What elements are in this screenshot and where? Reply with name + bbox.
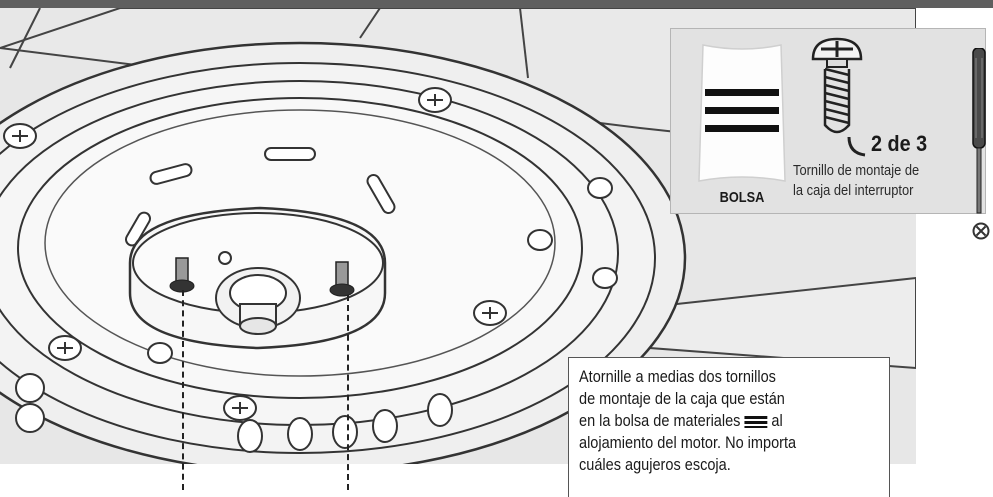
bag-lines-icon <box>705 89 779 132</box>
phillips-bit-icon <box>972 222 990 240</box>
bag-illustration <box>698 44 786 182</box>
quantity-label: 2 de 3 <box>871 131 928 156</box>
screw-guide-line-left <box>182 290 184 490</box>
instruction-line-3-end: al <box>771 412 783 430</box>
part-description-line-1: Tornillo de montaje de <box>793 162 920 179</box>
instruction-box: Atornille a medias dos tornillos de mont… <box>568 357 890 497</box>
instruction-line-4: alojamiento del motor. No importa <box>579 434 797 452</box>
qty-pointer-icon <box>847 136 866 157</box>
part-description-line-2: la caja del interruptor <box>793 182 914 199</box>
motor-housing-illustration <box>0 8 916 464</box>
instruction-line-3: en la bolsa de materiales al <box>579 410 878 432</box>
instruction-line-2: de montaje de la caja que están <box>579 390 785 408</box>
instruction-line-5: cuáles agujeros escoja. <box>579 456 731 474</box>
screw-guide-line-right <box>347 295 349 490</box>
header-bar <box>0 0 993 8</box>
screw-icon <box>811 37 863 134</box>
bag-icon: BOLSA <box>695 41 789 211</box>
fan-motor-drawing <box>0 8 916 464</box>
bag-label: BOLSA <box>719 189 765 206</box>
instruction-line-1: Atornille a medias dos tornillos <box>579 368 776 386</box>
screwdriver-icon <box>972 48 986 214</box>
bag-lines-inline-icon <box>744 415 768 428</box>
instruction-line-3-start: en la bolsa de materiales <box>579 412 741 430</box>
parts-callout: BOLSA 2 de 3 Tornillo de montaje de la c… <box>670 28 986 214</box>
part-description: Tornillo de montaje de la caja del inter… <box>793 161 948 201</box>
